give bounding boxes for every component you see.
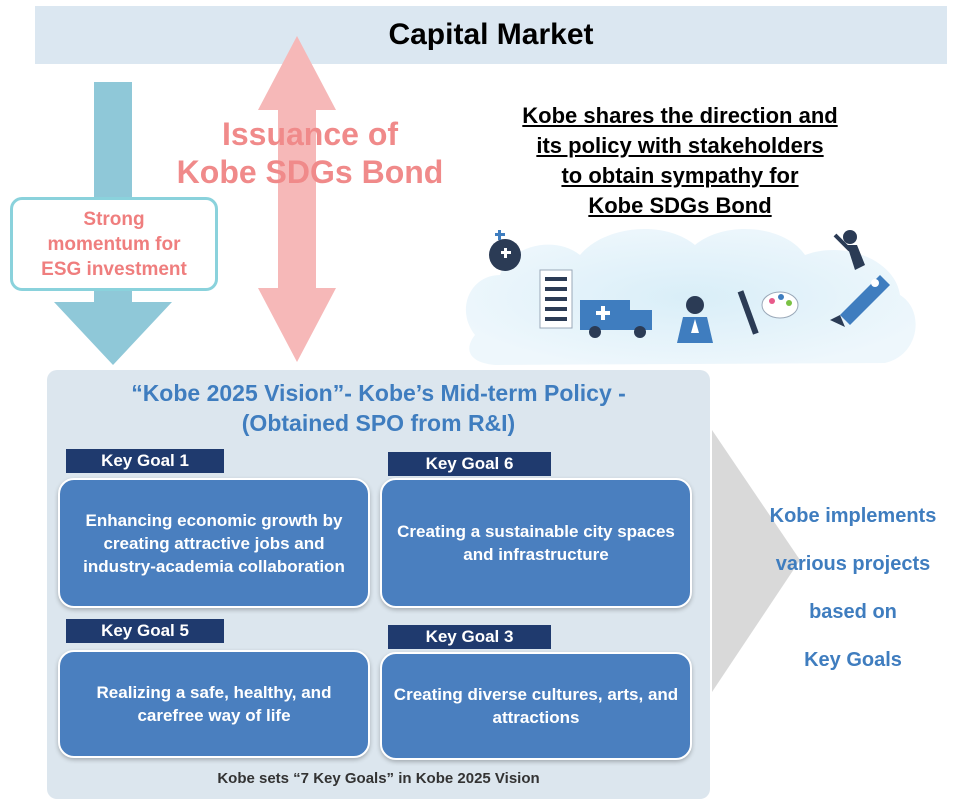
key-goal-5-tab: Key Goal 5 [66,619,224,643]
issuance-label: Issuance of Kobe SDGs Bond [150,115,470,191]
implements-line-3: based on [809,601,897,623]
key-goal-1-box: Enhancing economic growth by creating at… [58,478,370,608]
key-goal-5-box: Realizing a safe, healthy, and carefree … [58,650,370,758]
momentum-line-3: ESG investment [41,258,187,280]
capital-market-banner: Capital Market [35,6,947,64]
capital-market-title: Capital Market [388,18,594,51]
key-goal-1-tab: Key Goal 1 [66,449,224,473]
issuance-line-1: Issuance of [221,116,399,152]
double-arrow [258,36,336,362]
implements-line-1: Kobe implements [769,505,937,527]
key-goal-3-tab: Key Goal 3 [388,625,551,649]
key-goal-3-text: Creating diverse cultures, arts, and att… [393,685,679,727]
key-goal-5-text: Realizing a safe, healthy, and carefree … [96,683,332,725]
vision-title: “Kobe 2025 Vision”- Kobe’s Mid-term Poli… [47,378,710,438]
implements-line-2: various projects [775,553,931,575]
issuance-line-2: Kobe SDGs Bond [176,154,444,190]
vision-title-line-2: (Obtained SPO from R&I) [241,410,516,436]
chevron-arrow [712,430,800,692]
city-illustration [465,228,916,365]
person-icon [677,296,713,343]
share-line-1: Kobe shares the direction and [522,103,838,128]
implements-line-4: Key Goals [804,649,902,671]
key-goal-6-text: Creating a sustainable city spaces and i… [397,522,675,564]
key-goal-1-text: Enhancing economic growth by creating at… [83,510,345,576]
building-icon [539,269,573,329]
stakeholder-statement: Kobe shares the direction and its policy… [460,101,900,221]
key-goal-3-box: Creating diverse cultures, arts, and att… [380,652,692,760]
esg-momentum-box: Strong momentum for ESG investment [10,197,218,291]
momentum-line-2: momentum for [47,233,181,255]
vision-title-line-1: “Kobe 2025 Vision”- Kobe’s Mid-term Poli… [131,380,626,406]
cloud-shape [465,228,916,365]
implements-statement: Kobe implements various projects based o… [730,492,976,684]
art-palette-icon [737,290,799,335]
vision-footer: Kobe sets “7 Key Goals” in Kobe 2025 Vis… [217,770,540,787]
share-line-3: to obtain sympathy for [561,163,799,188]
key-goal-6-box: Creating a sustainable city spaces and i… [380,478,692,608]
share-line-4: Kobe SDGs Bond [588,193,772,218]
medical-head-icon [489,230,521,271]
share-line-2: its policy with stakeholders [536,133,824,158]
key-goal-6-tab: Key Goal 6 [388,452,551,476]
ambulance-icon [580,300,652,338]
momentum-line-1: Strong [83,208,145,230]
rocket-icon [830,230,890,327]
